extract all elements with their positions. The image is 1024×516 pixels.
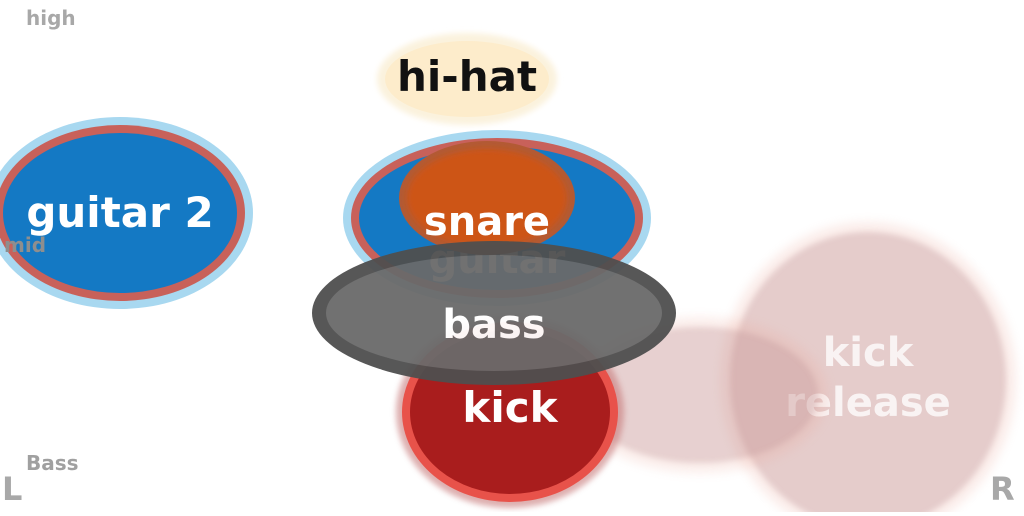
bubble-body — [385, 41, 549, 117]
bubble-label-bass: bass — [442, 302, 545, 348]
axis-label-bass: Bass — [26, 451, 79, 475]
bubble-label-snare: snare — [424, 199, 550, 245]
bubble-body — [326, 255, 662, 371]
axis-label-right: R — [990, 470, 1015, 508]
bubble-label-kick: kick — [462, 383, 558, 432]
bubble-bass[interactable]: bass — [312, 241, 676, 385]
bubble-guitar-2[interactable]: guitar 2 — [0, 117, 253, 309]
bubble-label-guitar-2: guitar 2 — [26, 188, 213, 237]
bubble-body — [730, 232, 1006, 516]
bubble-body — [582, 327, 818, 463]
axis-label-left: L — [2, 470, 23, 508]
bubble-label-hi-hat: hi-hat — [397, 52, 537, 101]
axis-label-high: high — [26, 6, 76, 30]
bubble-snare[interactable]: snare — [399, 141, 575, 255]
axis-label-mid: mid — [4, 233, 47, 257]
bubble-label-kick-release-1: kick — [823, 330, 915, 376]
bubble-hi-hat[interactable]: hi-hat — [377, 33, 557, 125]
bubble-body — [3, 133, 237, 293]
bubble-body — [407, 149, 567, 247]
